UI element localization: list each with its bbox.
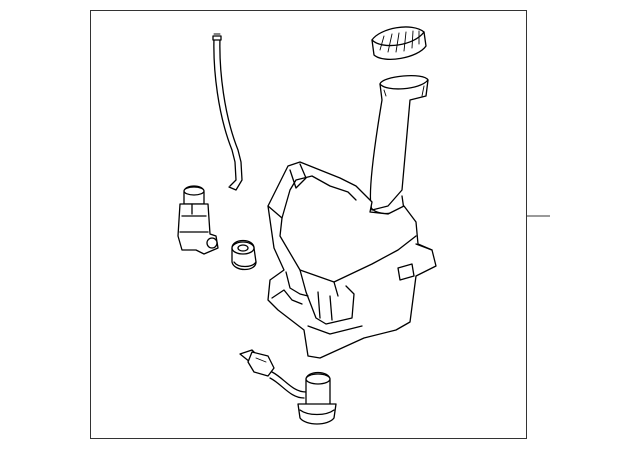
diagram-frame <box>90 10 527 439</box>
washer-pump <box>177 185 219 255</box>
filler-neck <box>369 74 429 215</box>
filler-cap <box>371 26 427 60</box>
washer-reservoir <box>267 161 437 359</box>
pump-grommet <box>231 239 257 271</box>
fluid-level-sensor <box>239 349 337 425</box>
washer-hose <box>212 33 243 191</box>
